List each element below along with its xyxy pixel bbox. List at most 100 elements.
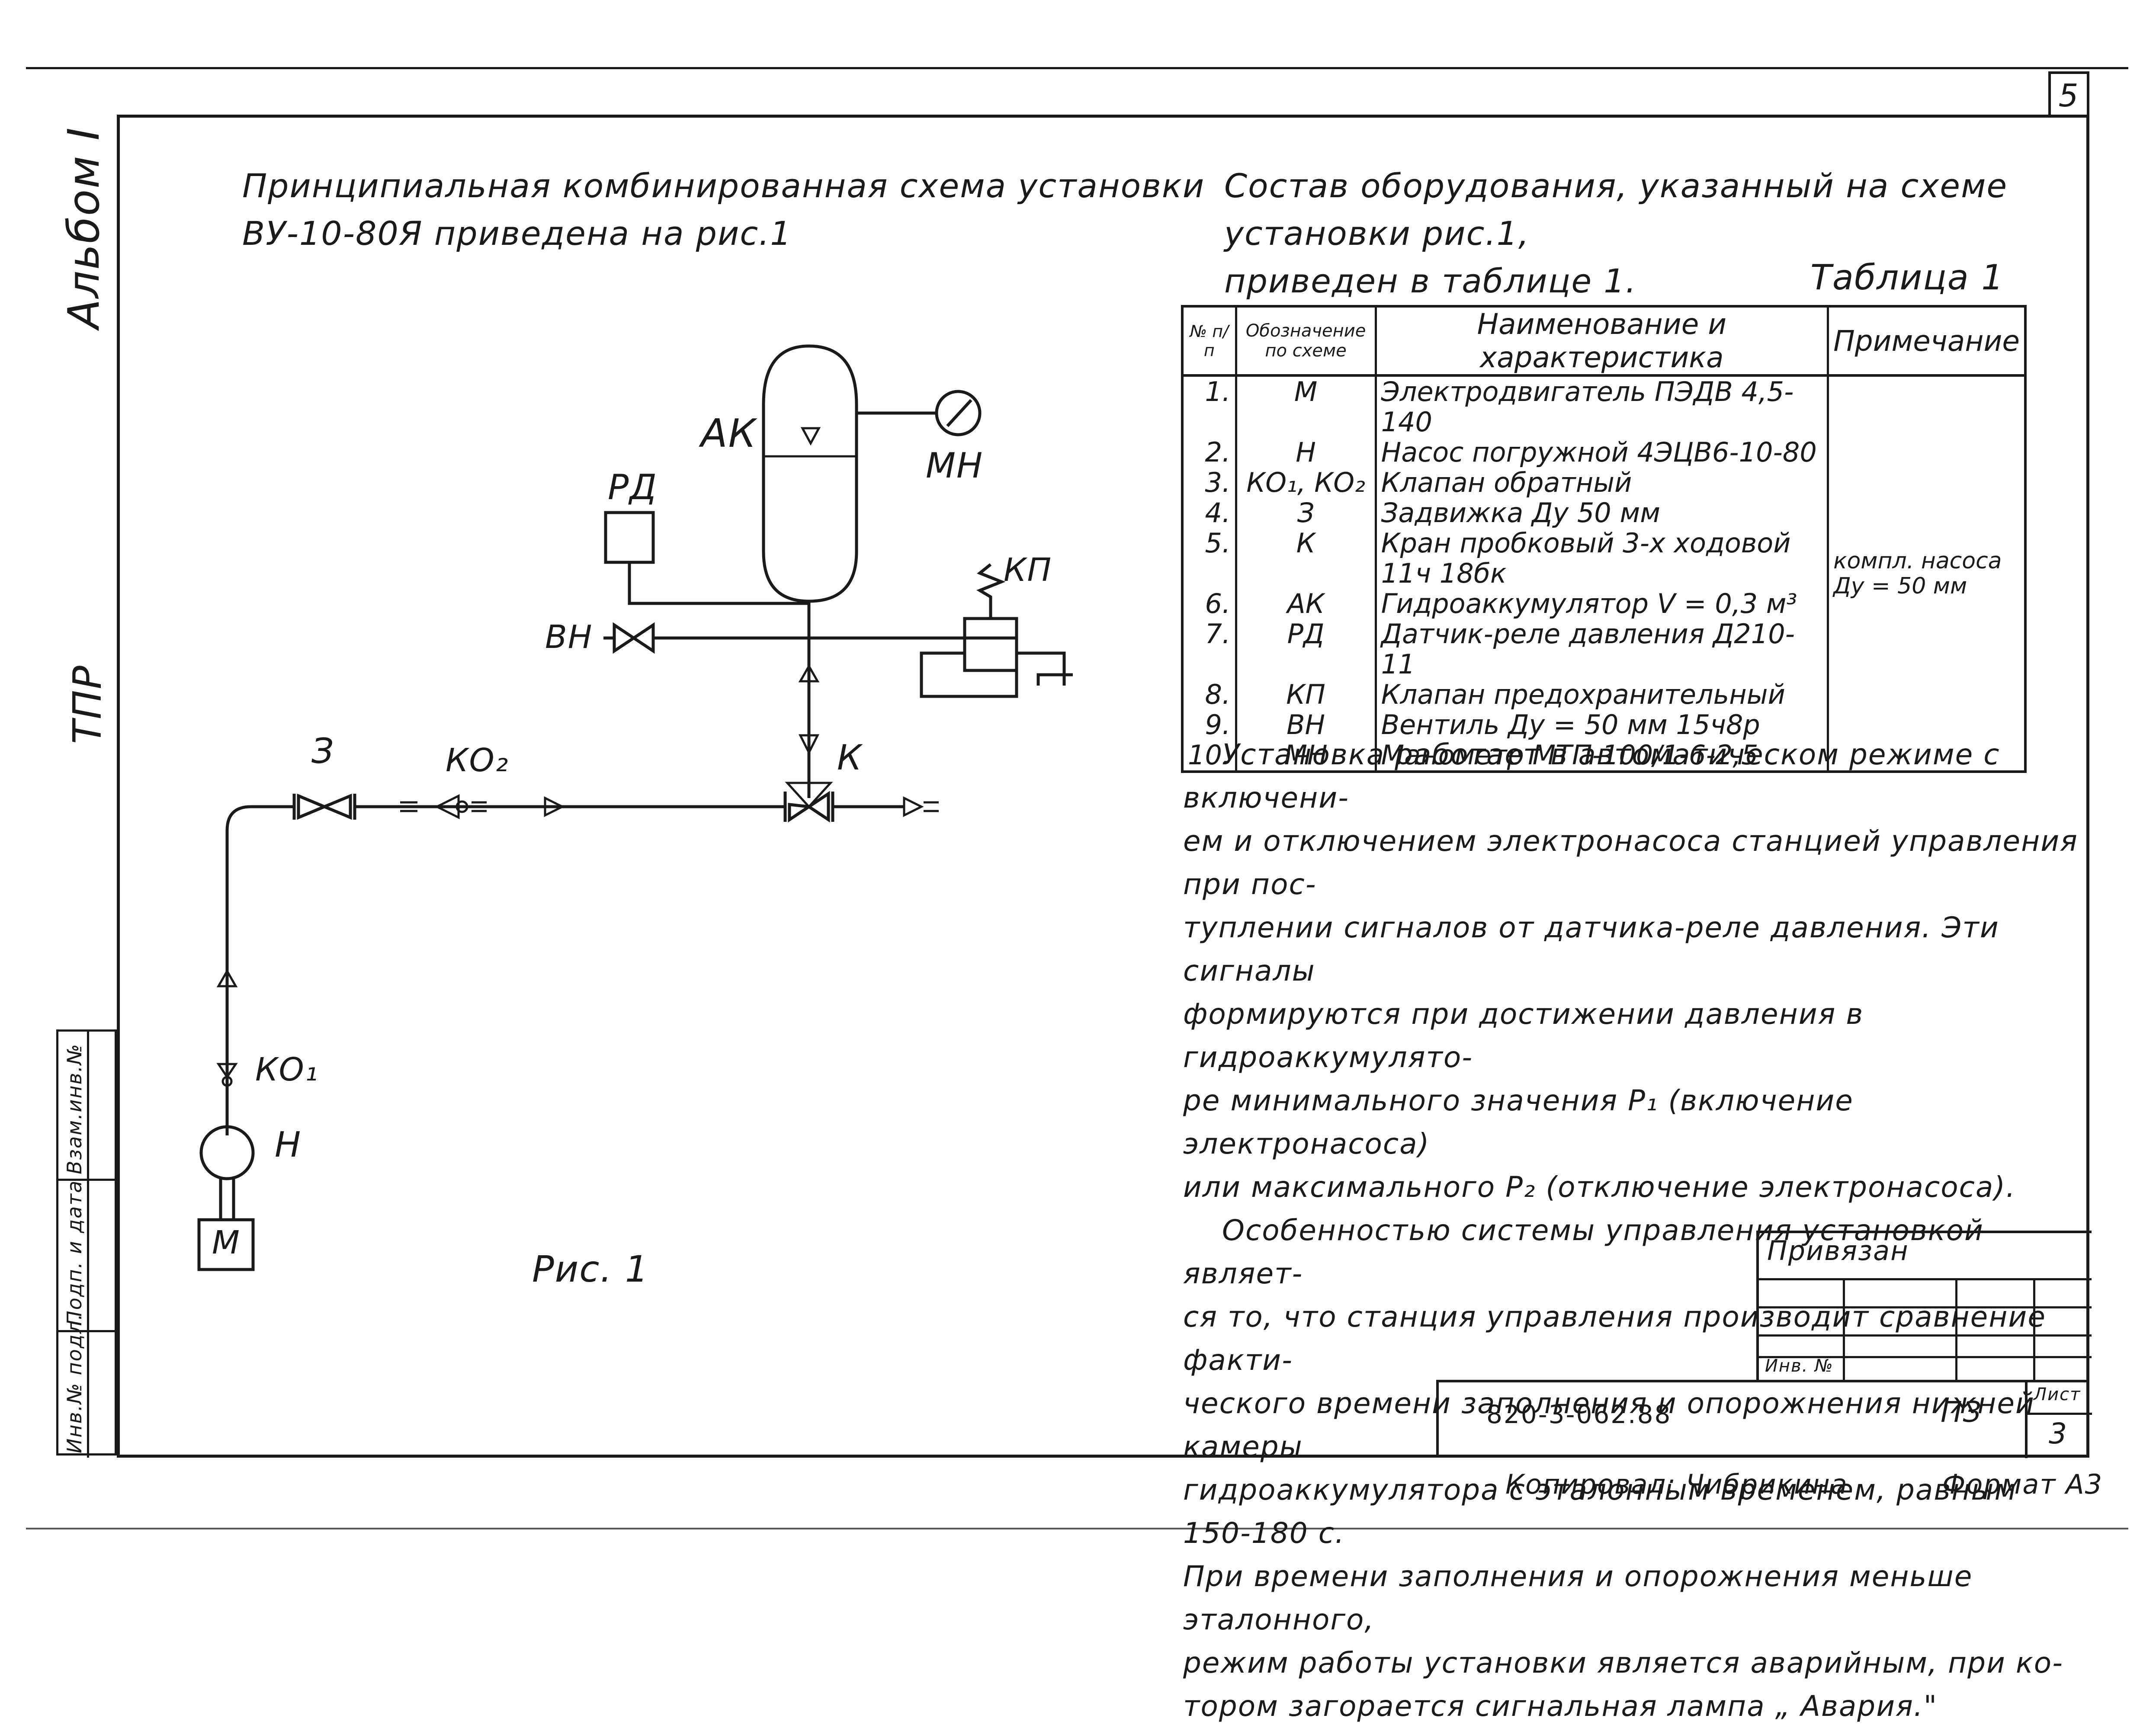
table-cell-sym: МН [1235, 740, 1377, 772]
label-rd: РД [608, 467, 658, 507]
pressure-relay-box [604, 511, 655, 564]
label-k: К [837, 737, 863, 778]
description-line: Установка работает в автоматическом режи… [1183, 738, 2000, 814]
intro-left-line2: ВУ-10-80Я приведена на рис.1 [242, 214, 792, 253]
table-cell-sym: М [1235, 375, 1377, 437]
label-mn: МН [926, 446, 984, 486]
figure-caption: Рис. 1 [532, 1248, 649, 1290]
intro-left-line1: Принципиальная комбинированная схема уст… [242, 167, 1205, 205]
table-cell-n: 6. [1181, 589, 1237, 619]
copied-by: Копировал: Чибрикина [1505, 1468, 1848, 1500]
table-cell-n: 2. [1181, 437, 1237, 468]
table-cell-sym: Н [1235, 437, 1377, 468]
intro-right: Состав оборудования, указанный на схеме … [1224, 162, 2156, 305]
table-cell-sym: АК [1235, 589, 1377, 619]
pump-icon [199, 1125, 255, 1180]
col-header-num: № п/п [1181, 306, 1237, 377]
label-vn: ВН [545, 619, 593, 656]
table-cell-n: 3. [1181, 468, 1237, 498]
inv-label: Инв. № [1765, 1356, 1834, 1376]
description-line: ем и отключением электронасоса станцией … [1183, 824, 2078, 901]
bottom-rule [26, 1528, 2128, 1529]
table-cell-sym: КП [1235, 680, 1377, 710]
col-header-name: Наименование и характеристика [1374, 306, 1829, 377]
label-ko1: КО₁ [255, 1051, 319, 1088]
table-cell-n: 10. [1181, 740, 1237, 772]
description-line: формируются при достижении давления в ги… [1183, 997, 1864, 1074]
table-cell-name: Манометр МТП-100/1-6-2,5 [1374, 740, 1829, 772]
motor-box [197, 1218, 255, 1271]
intro-right-line1: Состав оборудования, указанный на схеме … [1224, 167, 2008, 253]
accumulator-vessel [762, 344, 858, 603]
description-line: ся то, что станция управления производит… [1183, 1300, 2046, 1377]
sheet-number: 5 [2048, 71, 2089, 115]
description-line: или максимального P₂ (отключение электро… [1183, 1170, 2016, 1204]
table-cell-name: Электродвигатель ПЭДВ 4,5-140 [1374, 375, 1829, 437]
manometer-icon [935, 390, 982, 436]
doc-code: 820-3-062.88 [1486, 1400, 1672, 1429]
description-line: Особенностью системы управления установк… [1183, 1214, 1984, 1290]
safety-valve-box [963, 617, 1018, 672]
table-cell-sym: З [1235, 498, 1377, 528]
privyazan-label: Привязан [1767, 1235, 1909, 1266]
list-number: 3 [2049, 1417, 2068, 1450]
intro-right-line2: приведен в таблице 1. [1224, 262, 1637, 300]
equipment-table: № п/п Обозначение по схеме Наименование … [1181, 305, 2027, 773]
table-caption: Таблица 1 [1810, 257, 2005, 298]
table-cell-name: Клапан обратный [1374, 468, 1829, 498]
table-header-row: № п/п Обозначение по схеме Наименование … [1181, 306, 2027, 377]
table-cell-n: 7. [1181, 619, 1237, 680]
doc-type: ПЗ [1941, 1395, 1982, 1429]
label-ko2: КО₂ [446, 742, 509, 779]
table-cell-n: 5. [1181, 528, 1237, 589]
label-z: З [311, 731, 335, 771]
col-header-sym: Обозначение по схеме [1235, 306, 1377, 377]
table-cell-sym: РД [1235, 619, 1377, 680]
description-line: туплении сигналов от датчика-реле давлен… [1183, 911, 1999, 987]
table-cell-n: 8. [1181, 680, 1237, 710]
table-cell-n: 4. [1181, 498, 1237, 528]
table-cell-name: Клапан предохранительный [1374, 680, 1829, 710]
table-cell-sym: К [1235, 528, 1377, 589]
intro-left: Принципиальная комбинированная схема уст… [242, 162, 1205, 257]
label-ak: АК [701, 411, 757, 456]
table-cell-n: 1. [1181, 375, 1237, 437]
note-line2: Ду = 50 мм [1833, 573, 1967, 599]
label-kp: КП [1004, 551, 1052, 589]
table-cell-name: Датчик-реле давления Д210-11 [1374, 619, 1829, 680]
title-block: 820-3-062.88 ПЗ Лист 3 [1436, 1380, 2092, 1458]
table-cell-name: Гидроаккумулятор V = 0,3 м³ [1374, 589, 1829, 619]
valve-vn-icon [613, 622, 655, 654]
description-line: ре минимального значения P₁ (включение э… [1183, 1084, 1854, 1161]
table-cell-name: Задвижка Ду 50 мм [1374, 498, 1829, 528]
drawing-frame [117, 115, 2089, 1458]
table-cell-sym: ВН [1235, 710, 1377, 740]
label-n: Н [275, 1125, 302, 1165]
table-cell-name: Кран пробковый 3-х ходовой 11ч 18бк [1374, 528, 1829, 589]
note-line1: компл. насоса [1833, 548, 2002, 574]
approval-strip: Взам.инв.№ Подп. и дата Инв.№ подл. [56, 1029, 119, 1458]
schematic-diagram [197, 344, 1073, 1271]
binding-stamp: Привязан Инв. № [1756, 1231, 2092, 1455]
description-line: режим работы установки является аварийны… [1183, 1646, 2063, 1680]
table-cell-name: Вентиль Ду = 50 мм 15ч8р [1374, 710, 1829, 740]
col-header-note: Примечание [1827, 306, 2027, 377]
table-cell-name: Насос погружной 4ЭЦВ6-10-80 [1374, 437, 1829, 468]
description-line: гидроаккумулятора с эталонным временем, … [1183, 1473, 2017, 1550]
gate-valve-icon [297, 793, 352, 820]
table-cell-n: 9. [1181, 710, 1237, 740]
format-label: Формат А3 [1942, 1468, 2103, 1500]
list-label: Лист [2034, 1385, 2081, 1404]
table-cell-sym: КО₁, КО₂ [1235, 468, 1377, 498]
